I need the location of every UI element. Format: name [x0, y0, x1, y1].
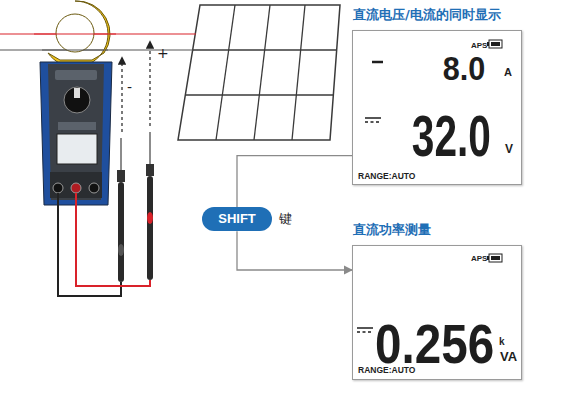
jaw-opening	[56, 14, 94, 52]
display-heading: 直流功率测量	[353, 223, 431, 236]
dial-pointer	[74, 88, 80, 98]
probe-tip	[120, 138, 122, 172]
range-indicator: RANGE:AUTO	[358, 366, 415, 375]
meter-housing	[40, 62, 112, 205]
black-probe	[117, 138, 125, 282]
polarity-sign: -	[127, 80, 132, 94]
voltage-reading: 32.0	[412, 107, 491, 165]
meter-screen	[57, 134, 97, 164]
battery-icon	[491, 42, 500, 46]
dc-symbol	[357, 62, 383, 332]
aps-indicator: APS	[471, 255, 487, 263]
lcd-display: 直流电压/电流的同时显示APS8.0A32.0VRANGE:AUTO	[352, 30, 522, 185]
battery-icon	[491, 256, 500, 260]
panel-grid	[185, 94, 333, 95]
dc-symbol	[357, 327, 373, 329]
unit: A	[504, 67, 512, 78]
dc-symbol	[365, 121, 381, 123]
unit: VA	[500, 350, 517, 363]
dc-symbol	[372, 61, 383, 64]
panel-grid	[216, 5, 235, 140]
key-label: SHIFT	[218, 211, 256, 226]
probe-band	[118, 244, 124, 256]
black-lead	[58, 193, 121, 296]
dashed-arrow	[149, 42, 150, 126]
finger-guard	[146, 164, 154, 176]
probe-tip	[149, 132, 151, 166]
range-indicator: RANGE:AUTO	[358, 172, 415, 181]
display-heading: 直流电压/电流的同时显示	[353, 8, 501, 21]
red-line	[34, 33, 116, 34]
lcd-display: 直流功率测量APS0.256kVARANGE:AUTO	[352, 245, 522, 380]
dark-line	[42, 49, 108, 50]
meter-buttons	[55, 70, 97, 80]
rotary-dial	[64, 87, 90, 113]
dc-symbol	[357, 331, 373, 333]
probe-band	[147, 212, 153, 224]
meter-buttons	[58, 122, 96, 130]
com-terminal	[53, 183, 63, 193]
red-line	[0, 33, 196, 34]
probe-handle	[147, 176, 153, 280]
unit: V	[505, 143, 513, 155]
panel-grid	[193, 49, 337, 50]
polarity-sign: +	[157, 46, 169, 60]
unit-prefix: k	[499, 337, 505, 347]
finger-guard	[117, 170, 125, 182]
terminal	[89, 183, 99, 193]
solar-panel	[178, 5, 340, 140]
v-terminal	[71, 183, 81, 193]
clamp-meter	[34, 1, 116, 205]
panel-frame	[178, 5, 340, 140]
dc-symbol	[365, 117, 381, 119]
red-probe	[146, 132, 154, 280]
key-caption: 键	[279, 212, 292, 225]
battery-icon	[489, 40, 502, 48]
panel-grid	[254, 5, 270, 140]
battery-icon	[489, 254, 502, 262]
dashed-arrow	[121, 58, 122, 132]
current-reading: 8.0	[442, 51, 485, 85]
aps-indicator: APS	[471, 42, 487, 50]
probe-handle	[118, 182, 124, 282]
red-lead	[76, 193, 150, 286]
panel-grid	[292, 5, 305, 140]
power-reading: 0.256	[375, 316, 494, 372]
connector	[237, 156, 352, 207]
meter-face	[48, 64, 104, 200]
connector	[237, 231, 352, 270]
shift-key: SHIFT	[202, 207, 272, 231]
